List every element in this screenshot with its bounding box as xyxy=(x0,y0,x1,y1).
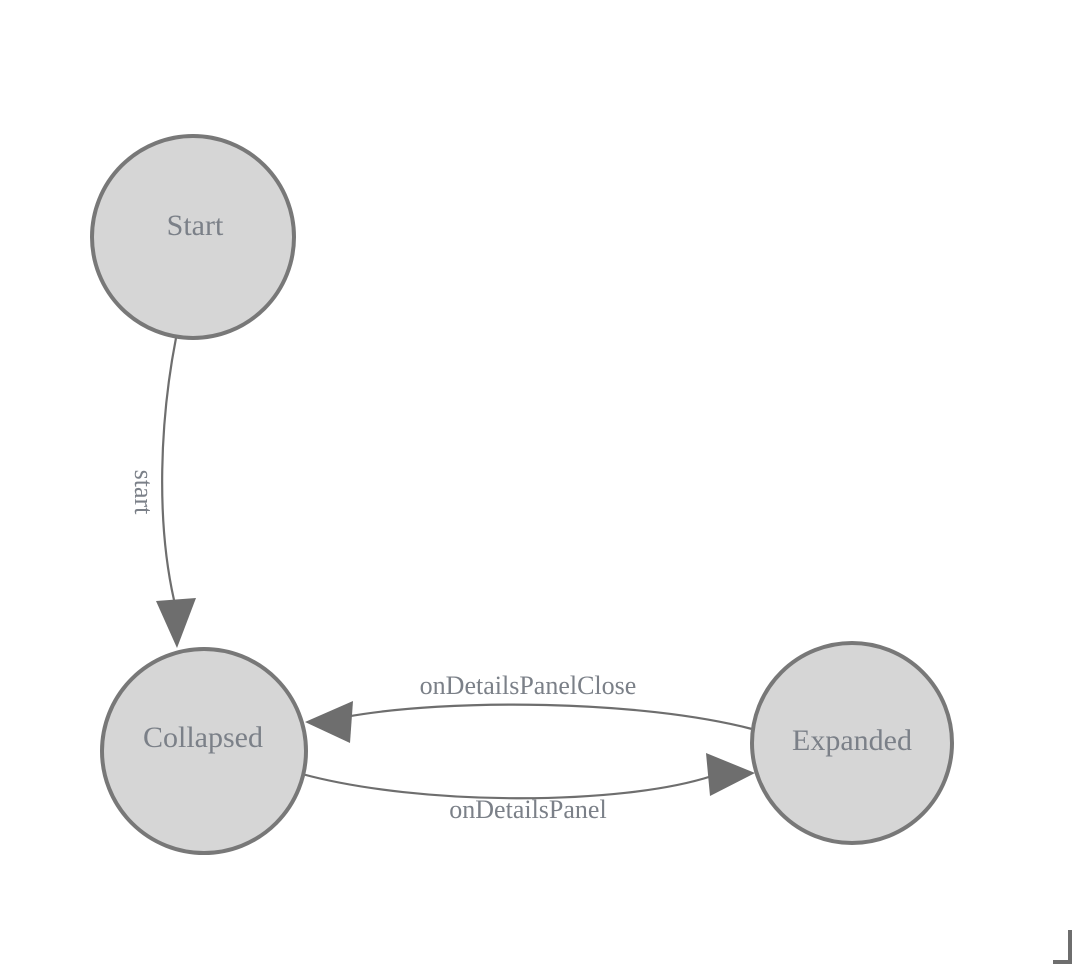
node-expanded[interactable]: Expanded xyxy=(750,641,954,845)
edge-expanded-to-collapsed-label: onDetailsPanelClose xyxy=(420,671,637,700)
node-collapsed-circle xyxy=(100,647,308,855)
node-start[interactable]: Start xyxy=(90,134,296,340)
edge-start-to-collapsed-path xyxy=(161,336,178,602)
edge-collapsed-to-expanded-path xyxy=(300,772,714,800)
edge-expanded-to-collapsed-path xyxy=(343,703,754,731)
node-expanded-circle xyxy=(750,641,954,845)
corner-resize-handle[interactable] xyxy=(1053,930,1072,964)
edge-start-to-collapsed-arrowhead xyxy=(156,598,196,648)
edge-expanded-to-collapsed-arrowhead xyxy=(305,701,353,743)
node-expanded-label: Expanded xyxy=(792,724,912,757)
node-start-circle xyxy=(90,134,296,340)
edge-collapsed-to-expanded-label: onDetailsPanel xyxy=(449,795,606,824)
edge-expanded-to-collapsed[interactable]: onDetailsPanelClose xyxy=(305,671,754,743)
edge-collapsed-to-expanded-arrowhead xyxy=(706,753,755,796)
edge-start-to-collapsed-label: start xyxy=(129,470,158,516)
edge-collapsed-to-expanded[interactable]: onDetailsPanel xyxy=(300,753,755,824)
corner-resize-handle-bracket xyxy=(1053,930,1072,964)
node-collapsed[interactable]: Collapsed xyxy=(100,647,308,855)
node-collapsed-label: Collapsed xyxy=(143,721,263,754)
node-start-label: Start xyxy=(167,209,224,242)
edge-start-to-collapsed[interactable]: start xyxy=(129,336,196,648)
